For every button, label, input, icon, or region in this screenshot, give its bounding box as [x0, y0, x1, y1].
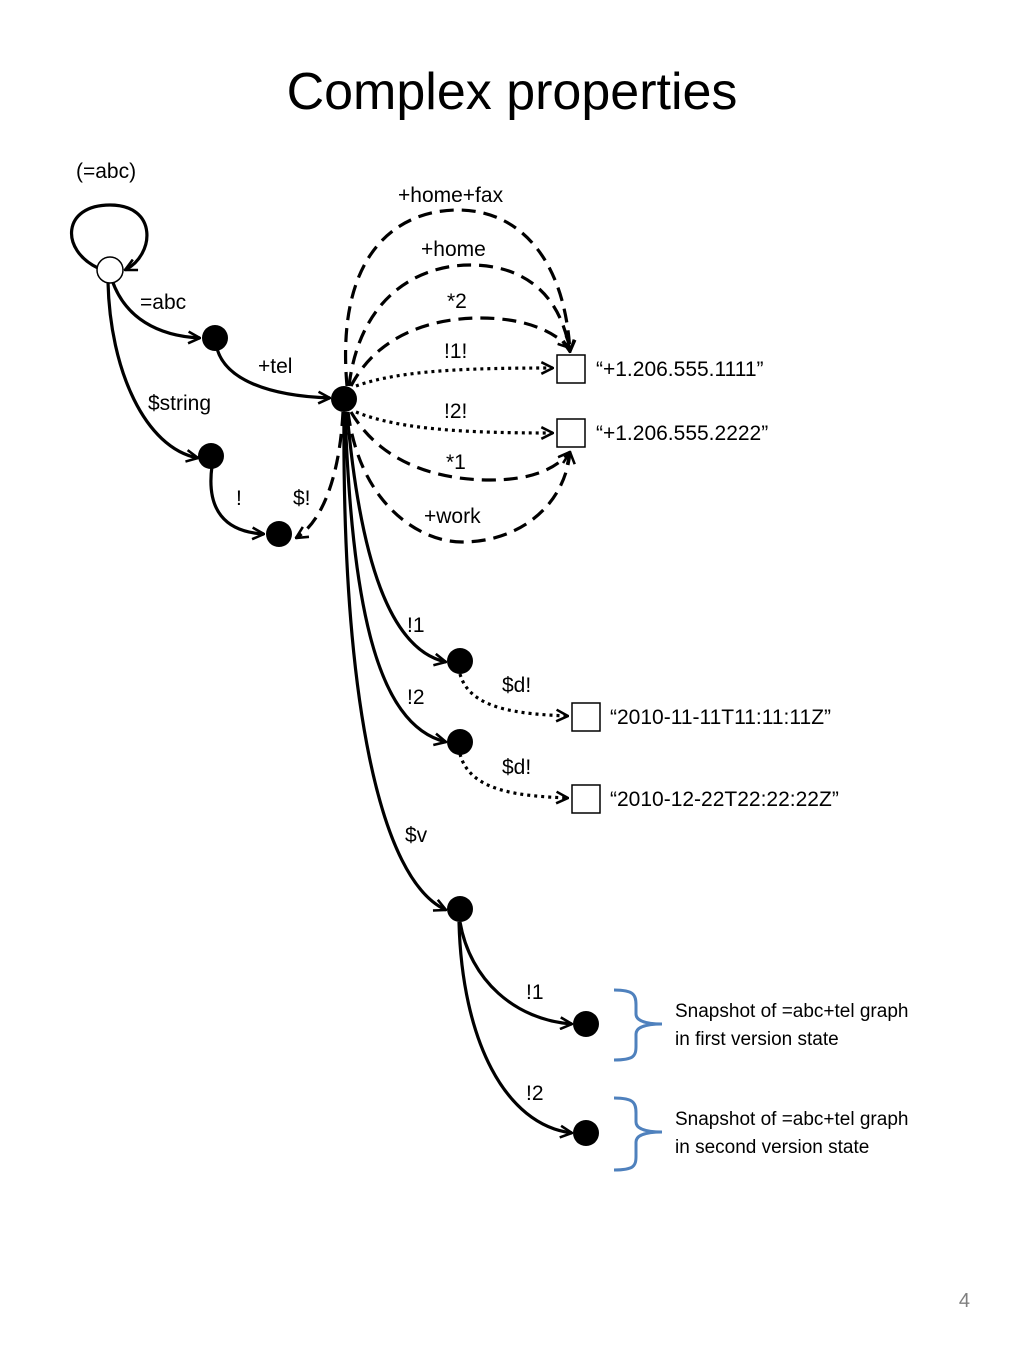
note-second-line2: in second version state	[675, 1137, 869, 1158]
edge-home-fax	[344, 208, 570, 387]
label-d1: $d!	[502, 674, 531, 697]
brace-first	[613, 988, 663, 1062]
node-v	[447, 896, 473, 922]
node-snap-bang1	[573, 1011, 599, 1037]
edge-v-bang2	[343, 411, 446, 742]
page-number: 4	[958, 1290, 970, 1312]
label-bang1bang: !1!	[444, 340, 467, 363]
literal-box-phone2	[556, 418, 586, 448]
node-tel	[331, 386, 357, 412]
label-root-self: (=abc)	[76, 160, 136, 183]
literal-date2: “2010-12-22T22:22:22Z”	[610, 788, 839, 811]
root-node-open	[96, 256, 124, 284]
literal-box-date2	[571, 784, 601, 814]
node-abc	[202, 325, 228, 351]
label-eq-abc: =abc	[140, 291, 186, 314]
label-snap-bang2: !2	[526, 1082, 544, 1105]
label-string: $string	[148, 392, 211, 415]
edge-v-bang1	[345, 411, 446, 662]
edge-bang	[209, 465, 264, 534]
label-v-bang2: !2	[407, 686, 425, 709]
label-bang2bang: !2!	[444, 400, 467, 423]
node-snap-bang2	[573, 1120, 599, 1146]
brace-second	[613, 1096, 663, 1172]
edge-star2	[349, 316, 570, 387]
edge-work	[346, 411, 570, 544]
label-tel: +tel	[258, 355, 292, 378]
literal-box-date1	[571, 702, 601, 732]
node-v-bang1	[447, 648, 473, 674]
literal-phone1: “+1.206.555.1111”	[596, 358, 764, 381]
label-dollar-bang: $!	[293, 487, 311, 510]
label-star2: *2	[447, 290, 467, 313]
label-v: $v	[405, 824, 428, 847]
edge-d1	[458, 673, 568, 716]
node-bang	[266, 521, 292, 547]
edge-eq-abc	[110, 279, 200, 338]
note-first-line2: in first version state	[675, 1029, 839, 1050]
label-star1: *1	[446, 451, 466, 474]
edge-dollar-bang	[296, 411, 345, 538]
label-home-fax: +home+fax	[398, 184, 504, 207]
edge-string	[106, 281, 198, 458]
node-v-bang2	[447, 729, 473, 755]
edge-snap-bang2	[457, 921, 572, 1133]
edge-v	[342, 411, 446, 910]
label-home: +home	[421, 238, 486, 261]
note-first-line1: Snapshot of =abc+tel graph	[675, 1001, 908, 1022]
self-loop-edge	[70, 203, 149, 272]
slide-title: Complex properties	[286, 63, 738, 121]
label-v-bang1: !1	[407, 614, 425, 637]
edge-star1	[349, 411, 570, 482]
note-second-line1: Snapshot of =abc+tel graph	[675, 1109, 908, 1130]
edge-tel	[214, 343, 330, 398]
edge-bang1bang	[355, 368, 553, 388]
label-d2: $d!	[502, 756, 531, 779]
literal-phone2: “+1.206.555.2222”	[596, 422, 768, 445]
label-snap-bang1: !1	[526, 981, 544, 1004]
node-string	[198, 443, 224, 469]
label-work: +work	[424, 505, 481, 528]
edge-snap-bang1	[458, 921, 572, 1024]
literal-date1: “2010-11-11T11:11:11Z”	[610, 706, 831, 729]
label-bang: !	[236, 487, 242, 510]
edge-bang2bang	[355, 410, 553, 433]
literal-box-phone1	[556, 354, 586, 384]
edge-home	[347, 263, 570, 387]
